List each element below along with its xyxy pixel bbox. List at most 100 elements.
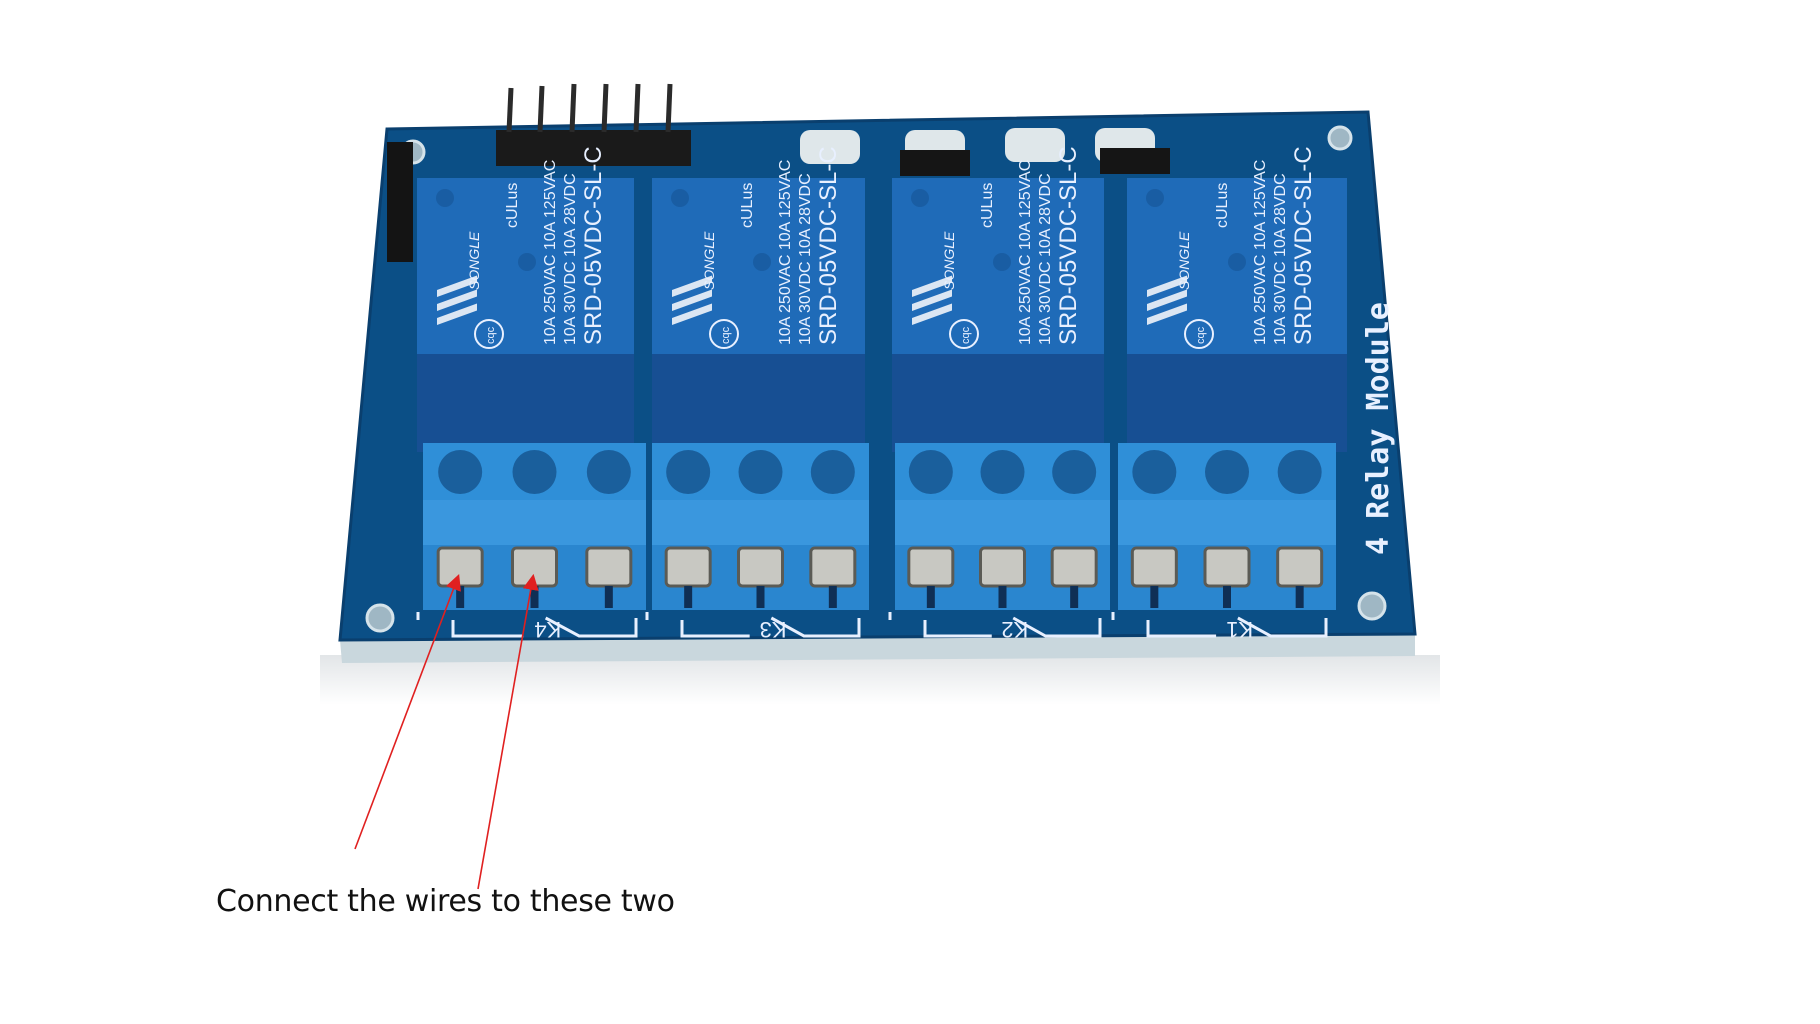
terminal-screw-icon [980,450,1025,494]
cqc-mark-icon [1184,319,1214,349]
channel-label: K4 [534,617,561,642]
songle-logo-icon [912,289,952,311]
relay-text-cert: cqc [1195,326,1207,344]
relay-dimple [1146,189,1164,207]
silkscreen-outline [416,612,638,638]
relay-text-brand: SONGLE [701,231,717,290]
terminal-screw-icon [1052,450,1097,494]
relay-side [892,352,1104,452]
channel-label: K2 [1001,617,1028,642]
annotation-arrow-1 [354,574,461,850]
relay-dimple [436,189,454,207]
terminal-clamp[interactable] [1203,546,1251,588]
relay-side [652,352,865,452]
relay-text-line1: 10A 250VAC 10A 125VAC [1252,160,1269,345]
terminal-screw-icon [512,450,557,494]
relay-text-line1: 10A 250VAC 10A 125VAC [1017,160,1034,345]
relay-text-cert: cqc [485,326,497,344]
songle-logo-icon [437,275,477,297]
relay-side [417,352,634,452]
silkscreen-outline [1111,612,1328,638]
relay-text-brand: SONGLE [466,231,482,290]
songle-logo-icon [672,289,712,311]
relay-text-line2: 10A 30VDC 10A 28VDC [1272,173,1289,345]
terminal-screw-icon [1205,450,1249,494]
songle-logo-icon [1147,289,1187,311]
relay-text-cert: cqc [720,326,732,344]
relay-text-model: SRD-05VDC-SL-C [1055,146,1082,345]
songle-logo-icon [1147,275,1187,297]
terminal-clamp[interactable] [979,546,1026,588]
relay-text-ul: cULus [1214,183,1231,228]
silkscreen-outline [645,612,861,638]
terminal-clamp[interactable] [737,546,784,588]
relay-text-ul: cULus [504,183,521,228]
relay-text-cert: cqc [960,326,972,344]
terminal-block-k3 [652,443,869,610]
songle-logo-icon [672,303,712,325]
terminal-clamp[interactable] [1276,546,1324,588]
slide-caption: Connect the wires to these two [216,884,675,919]
terminal-screw-icon [586,450,631,494]
relay-side [1127,352,1347,452]
relay-text-line1: 10A 250VAC 10A 125VAC [542,160,559,345]
relay-text-model: SRD-05VDC-SL-C [580,146,607,345]
relay-dimple [911,189,929,207]
jumper-header [387,142,413,262]
terminal-block-k2 [895,443,1110,610]
terminal-screw-icon [1132,450,1177,494]
relay-text-model: SRD-05VDC-SL-C [1290,146,1317,345]
channel-label: K1 [1226,617,1253,642]
terminal-clamp[interactable] [585,546,633,588]
cqc-mark-icon [949,319,979,349]
relay-text-line1: 10A 250VAC 10A 125VAC [777,160,794,345]
relay-text-model: SRD-05VDC-SL-C [815,146,842,345]
terminal-clamp[interactable] [809,546,857,588]
relay-text-line2: 10A 30VDC 10A 28VDC [797,173,814,345]
relay-text-brand: SONGLE [1176,231,1192,290]
terminal-clamp[interactable] [1050,546,1098,588]
terminal-screw-icon [908,450,953,494]
cqc-mark-icon [709,319,739,349]
terminal-clamp[interactable] [511,546,558,588]
terminal-screw-icon [1277,450,1322,494]
pcb-edge [340,634,1415,663]
terminal-clamp[interactable] [1130,546,1178,588]
songle-logo-icon [437,303,477,325]
relay-text-line2: 10A 30VDC 10A 28VDC [1037,173,1054,345]
songle-logo-icon [912,275,952,297]
terminal-block-k1 [1118,443,1336,610]
terminal-screw-icon [666,450,711,494]
pin-header [496,83,691,166]
terminal-clamp[interactable] [436,546,484,588]
songle-logo-icon [912,303,952,325]
terminal-screw-icon [438,450,483,494]
songle-logo-icon [1147,303,1187,325]
relay-text-ul: cULus [979,183,996,228]
relay-dimple [753,253,771,271]
relay-dimple [993,253,1011,271]
cqc-mark-icon [474,319,504,349]
mounting-holes [365,125,1387,633]
board-shadow [320,655,1440,705]
relay-text-brand: SONGLE [941,231,957,290]
module-label: 4 Relay Module [1361,302,1396,555]
relay-text-ul: cULus [739,183,756,228]
songle-logo-icon [672,275,712,297]
annotation-arrow-2 [477,573,539,890]
channel-label: K3 [760,617,787,642]
terminal-clamp[interactable] [907,546,955,588]
relay-dimple [1228,253,1246,271]
silkscreen-outline [888,612,1102,638]
relay-dimple [671,189,689,207]
indicator-components [800,128,1170,176]
terminal-block-k4 [423,443,646,610]
songle-logo-icon [437,289,477,311]
relay-text-line2: 10A 30VDC 10A 28VDC [562,173,579,345]
terminal-clamp[interactable] [664,546,712,588]
